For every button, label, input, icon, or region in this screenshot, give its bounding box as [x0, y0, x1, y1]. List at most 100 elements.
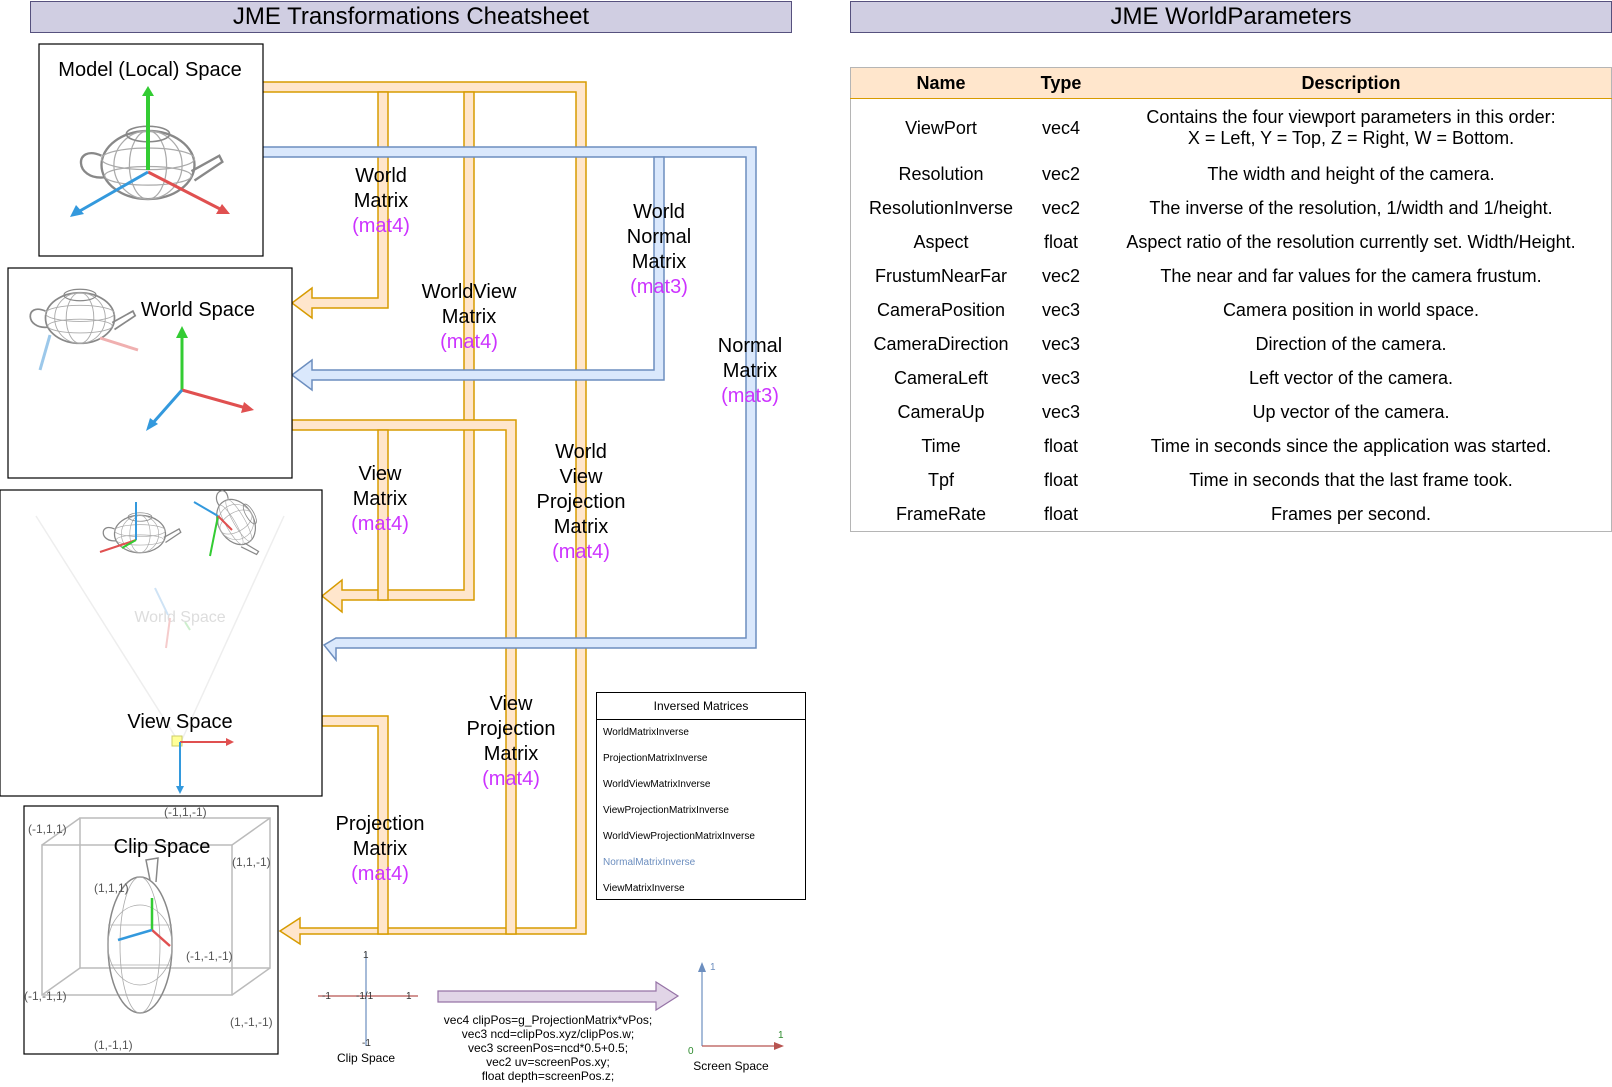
inversed-item: ViewProjectionMatrixInverse — [603, 805, 729, 816]
param-description: Time in seconds that the last frame took… — [1189, 469, 1513, 490]
inversed-item: ViewMatrixInverse — [603, 883, 685, 894]
world-matrix-type: (mat4) — [352, 215, 410, 237]
code-line: vec3 ncd=clipPos.xyz/clipPos.w; — [462, 1027, 634, 1041]
table-row: Time float Time in seconds since the app… — [851, 429, 1612, 463]
table-row: CameraLeft vec3 Left vector of the camer… — [851, 361, 1612, 395]
param-name: CameraPosition — [876, 299, 1006, 320]
normal-matrix-type: (mat3) — [721, 385, 779, 407]
corner-label: (-1,1,-1) — [164, 805, 207, 819]
normal-matrix-line-1: Normal — [718, 335, 782, 357]
world-view-projection-matrix-label: World View Projection Matrix (mat4) — [537, 441, 626, 563]
view-matrix-arrow-branch — [377, 429, 389, 601]
param-description-line: X = Left, Y = Top, Z = Right, W = Bottom… — [1187, 128, 1515, 148]
table-row: Tpf float Time in seconds that the last … — [851, 463, 1612, 497]
corner-label: (1,-1,1) — [94, 1038, 133, 1052]
clip-axis-bottom: -1 — [362, 1038, 371, 1049]
param-description: The inverse of the resolution, 1/width a… — [1149, 197, 1553, 218]
param-type: vec3 — [1041, 333, 1081, 354]
model-space-label: Model (Local) Space — [58, 59, 241, 81]
world-matrix-line-2: Matrix — [354, 190, 408, 212]
clip-axis-right: 1 — [406, 991, 412, 1002]
param-description-line: Contains the four viewport parameters in… — [1146, 107, 1556, 127]
param-name: CameraUp — [897, 401, 985, 422]
param-name: FrustumNearFar — [874, 265, 1008, 286]
world-view-arrow — [320, 91, 475, 614]
normal-matrix-line-2: Matrix — [723, 360, 777, 382]
param-description: Frames per second. — [1270, 503, 1432, 524]
world-view-matrix-label: WorldView Matrix (mat4) — [422, 281, 517, 353]
transformations-header: JME Transformations Cheatsheet — [30, 1, 792, 33]
column-header-type: Type — [1031, 67, 1091, 99]
transformations-diagram: Model (Local) Space World Space World Sp… — [0, 43, 784, 1083]
vp-matrix-type: (mat4) — [482, 768, 540, 790]
code-line: float depth=screenPos.z; — [482, 1069, 614, 1083]
param-name: Resolution — [898, 163, 984, 184]
projection-matrix-line-2: Matrix — [353, 838, 407, 860]
table-row: CameraPosition vec3 Camera position in w… — [851, 293, 1612, 327]
view-space-box: World Space View Space — [0, 481, 323, 797]
param-name: CameraDirection — [873, 333, 1009, 354]
world-parameters-table: Name Type Description ViewPort vec4 Cont… — [850, 67, 1612, 532]
param-description: Time in seconds since the application wa… — [1150, 435, 1552, 456]
code-line: vec2 uv=screenPos.xy; — [486, 1055, 610, 1069]
vp-matrix-line-2: Projection — [467, 718, 556, 740]
view-matrix-label: View Matrix (mat4) — [351, 463, 409, 535]
vp-matrix-line-3: Matrix — [484, 743, 538, 765]
wvp-matrix-line-4: Matrix — [554, 516, 608, 538]
inversed-item: WorldMatrixInverse — [603, 727, 689, 738]
wvp-matrix-line-1: World — [555, 441, 607, 463]
clip-corner-labels: (-1,1,1) (-1,1,-1) (1,1,-1) (1,1,1) (-1,… — [24, 805, 273, 1052]
table-row: CameraUp vec3 Up vector of the camera. — [851, 395, 1612, 429]
world-matrix-line-1: World — [355, 165, 407, 187]
param-description: The near and far values for the camera f… — [1160, 265, 1542, 286]
world-matrix-arrow — [261, 81, 587, 946]
table-row: CameraDirection vec3 Direction of the ca… — [851, 327, 1612, 361]
world-view-matrix-type: (mat4) — [440, 331, 498, 353]
corner-label: (1,-1,-1) — [230, 1015, 273, 1029]
world-space-box: World Space — [7, 267, 293, 479]
param-name: Time — [921, 435, 961, 456]
screen-axis-label: Screen Space — [693, 1059, 769, 1073]
world-view-matrix-line-2: Matrix — [442, 306, 496, 328]
param-type: vec4 — [1041, 117, 1081, 138]
inversed-item: ProjectionMatrixInverse — [603, 753, 708, 764]
param-type: float — [1043, 435, 1079, 456]
projection-matrix-label: Projection Matrix (mat4) — [336, 813, 425, 885]
param-name: Aspect — [913, 231, 969, 252]
clip-teapot — [107, 857, 173, 1014]
world-normal-matrix-type: (mat3) — [630, 276, 688, 298]
clip-axis-left: -1 — [322, 991, 331, 1002]
table-row: ResolutionInverse vec2 The inverse of th… — [851, 191, 1612, 225]
param-name: ResolutionInverse — [868, 197, 1014, 218]
param-description: Contains the four viewport parameters in… — [1091, 99, 1612, 158]
table-header-row: Name Type Description — [850, 67, 1612, 99]
param-type: float — [1043, 503, 1079, 524]
screen-axis-origin: 0 — [688, 1046, 694, 1057]
world-normal-matrix-line-1: World — [633, 201, 685, 223]
clip-axis: -1 -1/1 1 1 -1 Clip Space — [318, 950, 418, 1065]
param-description: Direction of the camera. — [1255, 333, 1447, 354]
table-row: Aspect float Aspect ratio of the resolut… — [851, 225, 1612, 259]
param-description: The width and height of the camera. — [1207, 163, 1495, 184]
wvp-matrix-type: (mat4) — [552, 541, 610, 563]
inversed-matrices-box: Inversed Matrices WorldMatrixInverse Pro… — [596, 692, 806, 900]
normal-matrix-label: Normal Matrix (mat3) — [718, 335, 782, 407]
param-name: FrameRate — [895, 503, 987, 524]
param-description: Aspect ratio of the resolution currently… — [1126, 231, 1576, 252]
param-type: vec2 — [1041, 197, 1081, 218]
world-space-ghost-label: World Space — [134, 609, 225, 626]
code-line: vec4 clipPos=g_ProjectionMatrix*vPos; — [444, 1013, 652, 1027]
inversed-item: WorldViewMatrixInverse — [603, 779, 711, 790]
screen-axis: 1 1 0 Screen Space — [688, 962, 784, 1073]
world-matrix-label: World Matrix (mat4) — [352, 165, 410, 237]
clip-axis-center: -1/1 — [356, 991, 374, 1002]
view-matrix-line-2: Matrix — [353, 488, 407, 510]
corner-label: (-1,-1,1) — [24, 989, 67, 1003]
param-type: vec3 — [1041, 401, 1081, 422]
inversed-matrices-title: Inversed Matrices — [597, 693, 805, 720]
clip-axis-label: Clip Space — [337, 1051, 395, 1065]
view-space-label: View Space — [127, 711, 232, 733]
screen-axis-x: 1 — [778, 1030, 784, 1041]
view-matrix-line-1: View — [359, 463, 403, 485]
ndc-to-screen-arrow — [437, 980, 680, 1012]
